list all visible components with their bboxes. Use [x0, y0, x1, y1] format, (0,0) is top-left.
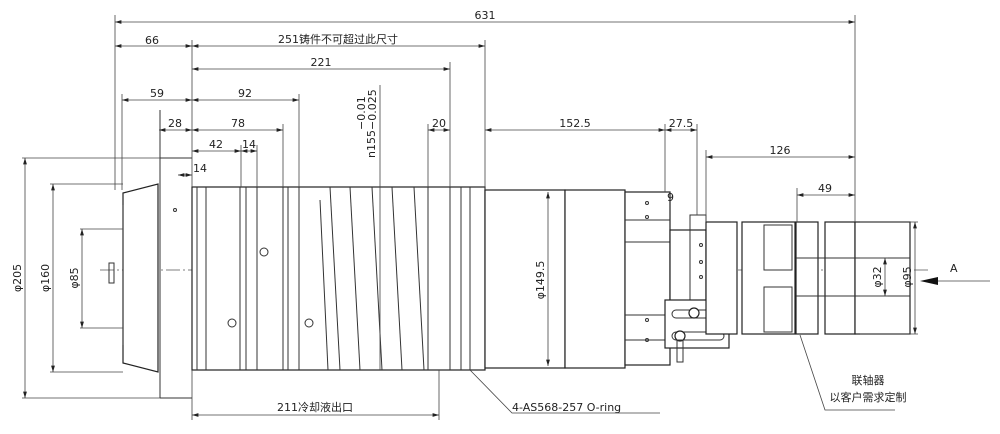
dia-32: φ32 — [871, 266, 884, 287]
dimension-arrows — [23, 20, 917, 417]
dim-14b: 14 — [193, 162, 207, 175]
dim-20: 20 — [432, 117, 446, 130]
spindle-nose — [108, 110, 192, 399]
dim-126: 126 — [770, 144, 791, 157]
svg-text:−0.01: −0.01 — [355, 96, 368, 130]
motor-housing — [484, 189, 671, 369]
dim-221: 221 — [311, 56, 332, 69]
dim-92: 92 — [238, 87, 252, 100]
dia-160: φ160 — [39, 264, 52, 292]
coupling-title: 联轴器 — [852, 373, 885, 387]
view-arrow-a: A — [920, 262, 990, 285]
dim-28: 28 — [168, 117, 182, 130]
dim-152-5: 152.5 — [559, 117, 591, 130]
adjust-screw-icon — [688, 307, 700, 319]
oring-label: 4-AS568-257 O-ring — [512, 401, 621, 414]
dim-27-5: 27.5 — [669, 117, 694, 130]
dim-coolant-211: 211冷却液出口 — [277, 400, 353, 414]
dim-nose-len: 66 — [145, 34, 159, 47]
dimension-lines — [22, 15, 918, 420]
dia-205: φ205 — [11, 264, 24, 292]
fit-tolerance: n155 −0.01 −0.025 — [355, 89, 379, 158]
svg-text:n155: n155 — [365, 130, 378, 158]
dim-78: 78 — [231, 117, 245, 130]
dia-85: φ85 — [68, 267, 81, 288]
dim-42: 42 — [209, 138, 223, 151]
dim-overall: 631 — [475, 9, 496, 22]
dim-9: 9 — [667, 191, 674, 204]
dia-95: φ95 — [901, 266, 914, 287]
coupling — [705, 221, 911, 335]
svg-text:−0.025: −0.025 — [366, 89, 379, 130]
coupling-note: 以客户需求定制 — [830, 390, 907, 404]
dim-casting-len: 251铸件不可超过此尺寸 — [278, 32, 398, 46]
spindle-body — [191, 186, 492, 371]
dia-149-5: φ149.5 — [534, 261, 547, 300]
arrow-left-icon — [920, 277, 938, 285]
oring-leader — [469, 369, 660, 414]
svg-text:A: A — [950, 262, 958, 275]
dim-59: 59 — [150, 87, 164, 100]
coupling-leader — [799, 334, 895, 411]
dim-49: 49 — [818, 182, 832, 195]
dim-14a: 14 — [242, 138, 256, 151]
